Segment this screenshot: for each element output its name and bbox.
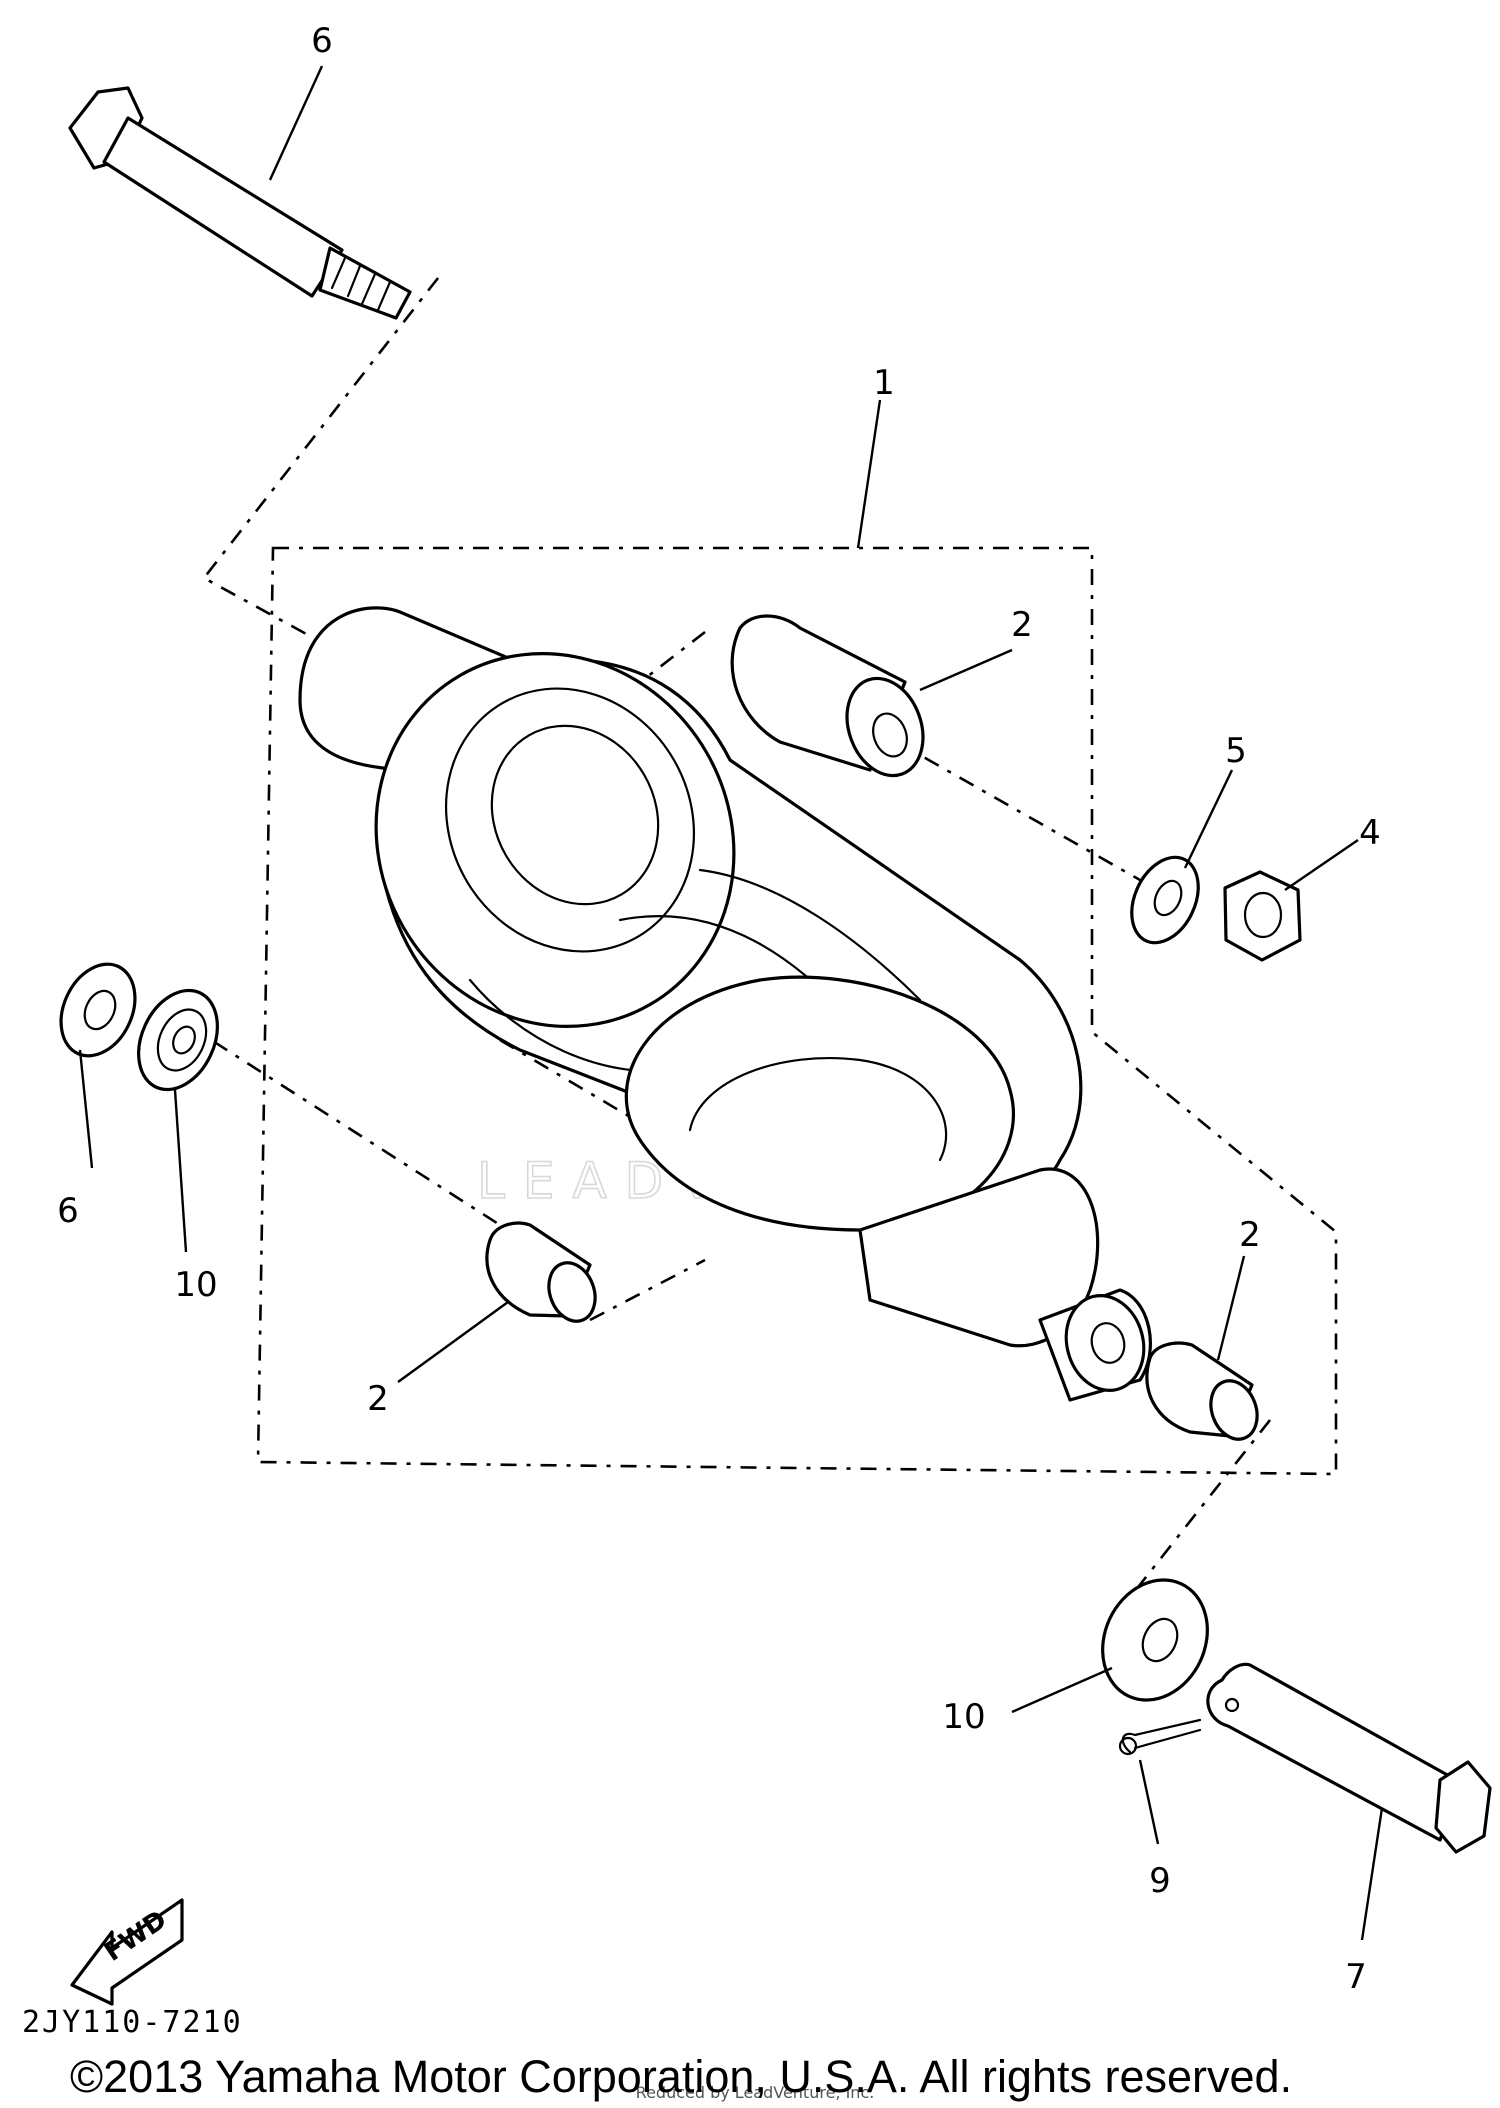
watermark-credit: Reduced by LeadVenture, Inc. (636, 2083, 875, 2102)
shock-absorber-body (298, 606, 1152, 1402)
lower-pin (1206, 1662, 1492, 1854)
callout-2-left: 2 (367, 1379, 389, 1419)
callout-2-right: 2 (1239, 1215, 1261, 1255)
upper-bolt (68, 86, 412, 320)
upper-bushing (730, 614, 925, 778)
callout-1: 1 (873, 363, 895, 403)
nut (1223, 870, 1302, 962)
callout-9: 9 (1149, 1861, 1171, 1901)
callout-10-left: 10 (174, 1265, 217, 1305)
washer-left (59, 962, 137, 1058)
cotter-pin (1118, 1718, 1202, 1756)
seal-washer-left (137, 988, 219, 1092)
drawing-code: 2JY110-7210 (22, 2005, 243, 2040)
callout-6-left: 6 (57, 1191, 79, 1231)
seal-washer-lower (1101, 1578, 1209, 1702)
callout-3: 2 (1011, 605, 1033, 645)
callout-10-lower: 10 (942, 1697, 985, 1737)
callouts: 6 1 2 5 4 6 10 2 2 10 9 7 (57, 21, 1381, 1997)
fwd-direction-arrow: FWD (70, 1898, 184, 2006)
washer-upper (1130, 855, 1200, 945)
bushing-right (1145, 1341, 1259, 1441)
callout-6-upper: 5 (1225, 731, 1247, 771)
callout-7: 7 (1345, 1957, 1367, 1997)
copyright-notice: ©2013 Yamaha Motor Corporation, U.S.A. A… (70, 2051, 1292, 2102)
callout-5: 4 (1359, 813, 1381, 853)
callout-leaders (78, 65, 1384, 1941)
bushing-left (485, 1221, 597, 1323)
callout-4: 6 (311, 21, 333, 61)
